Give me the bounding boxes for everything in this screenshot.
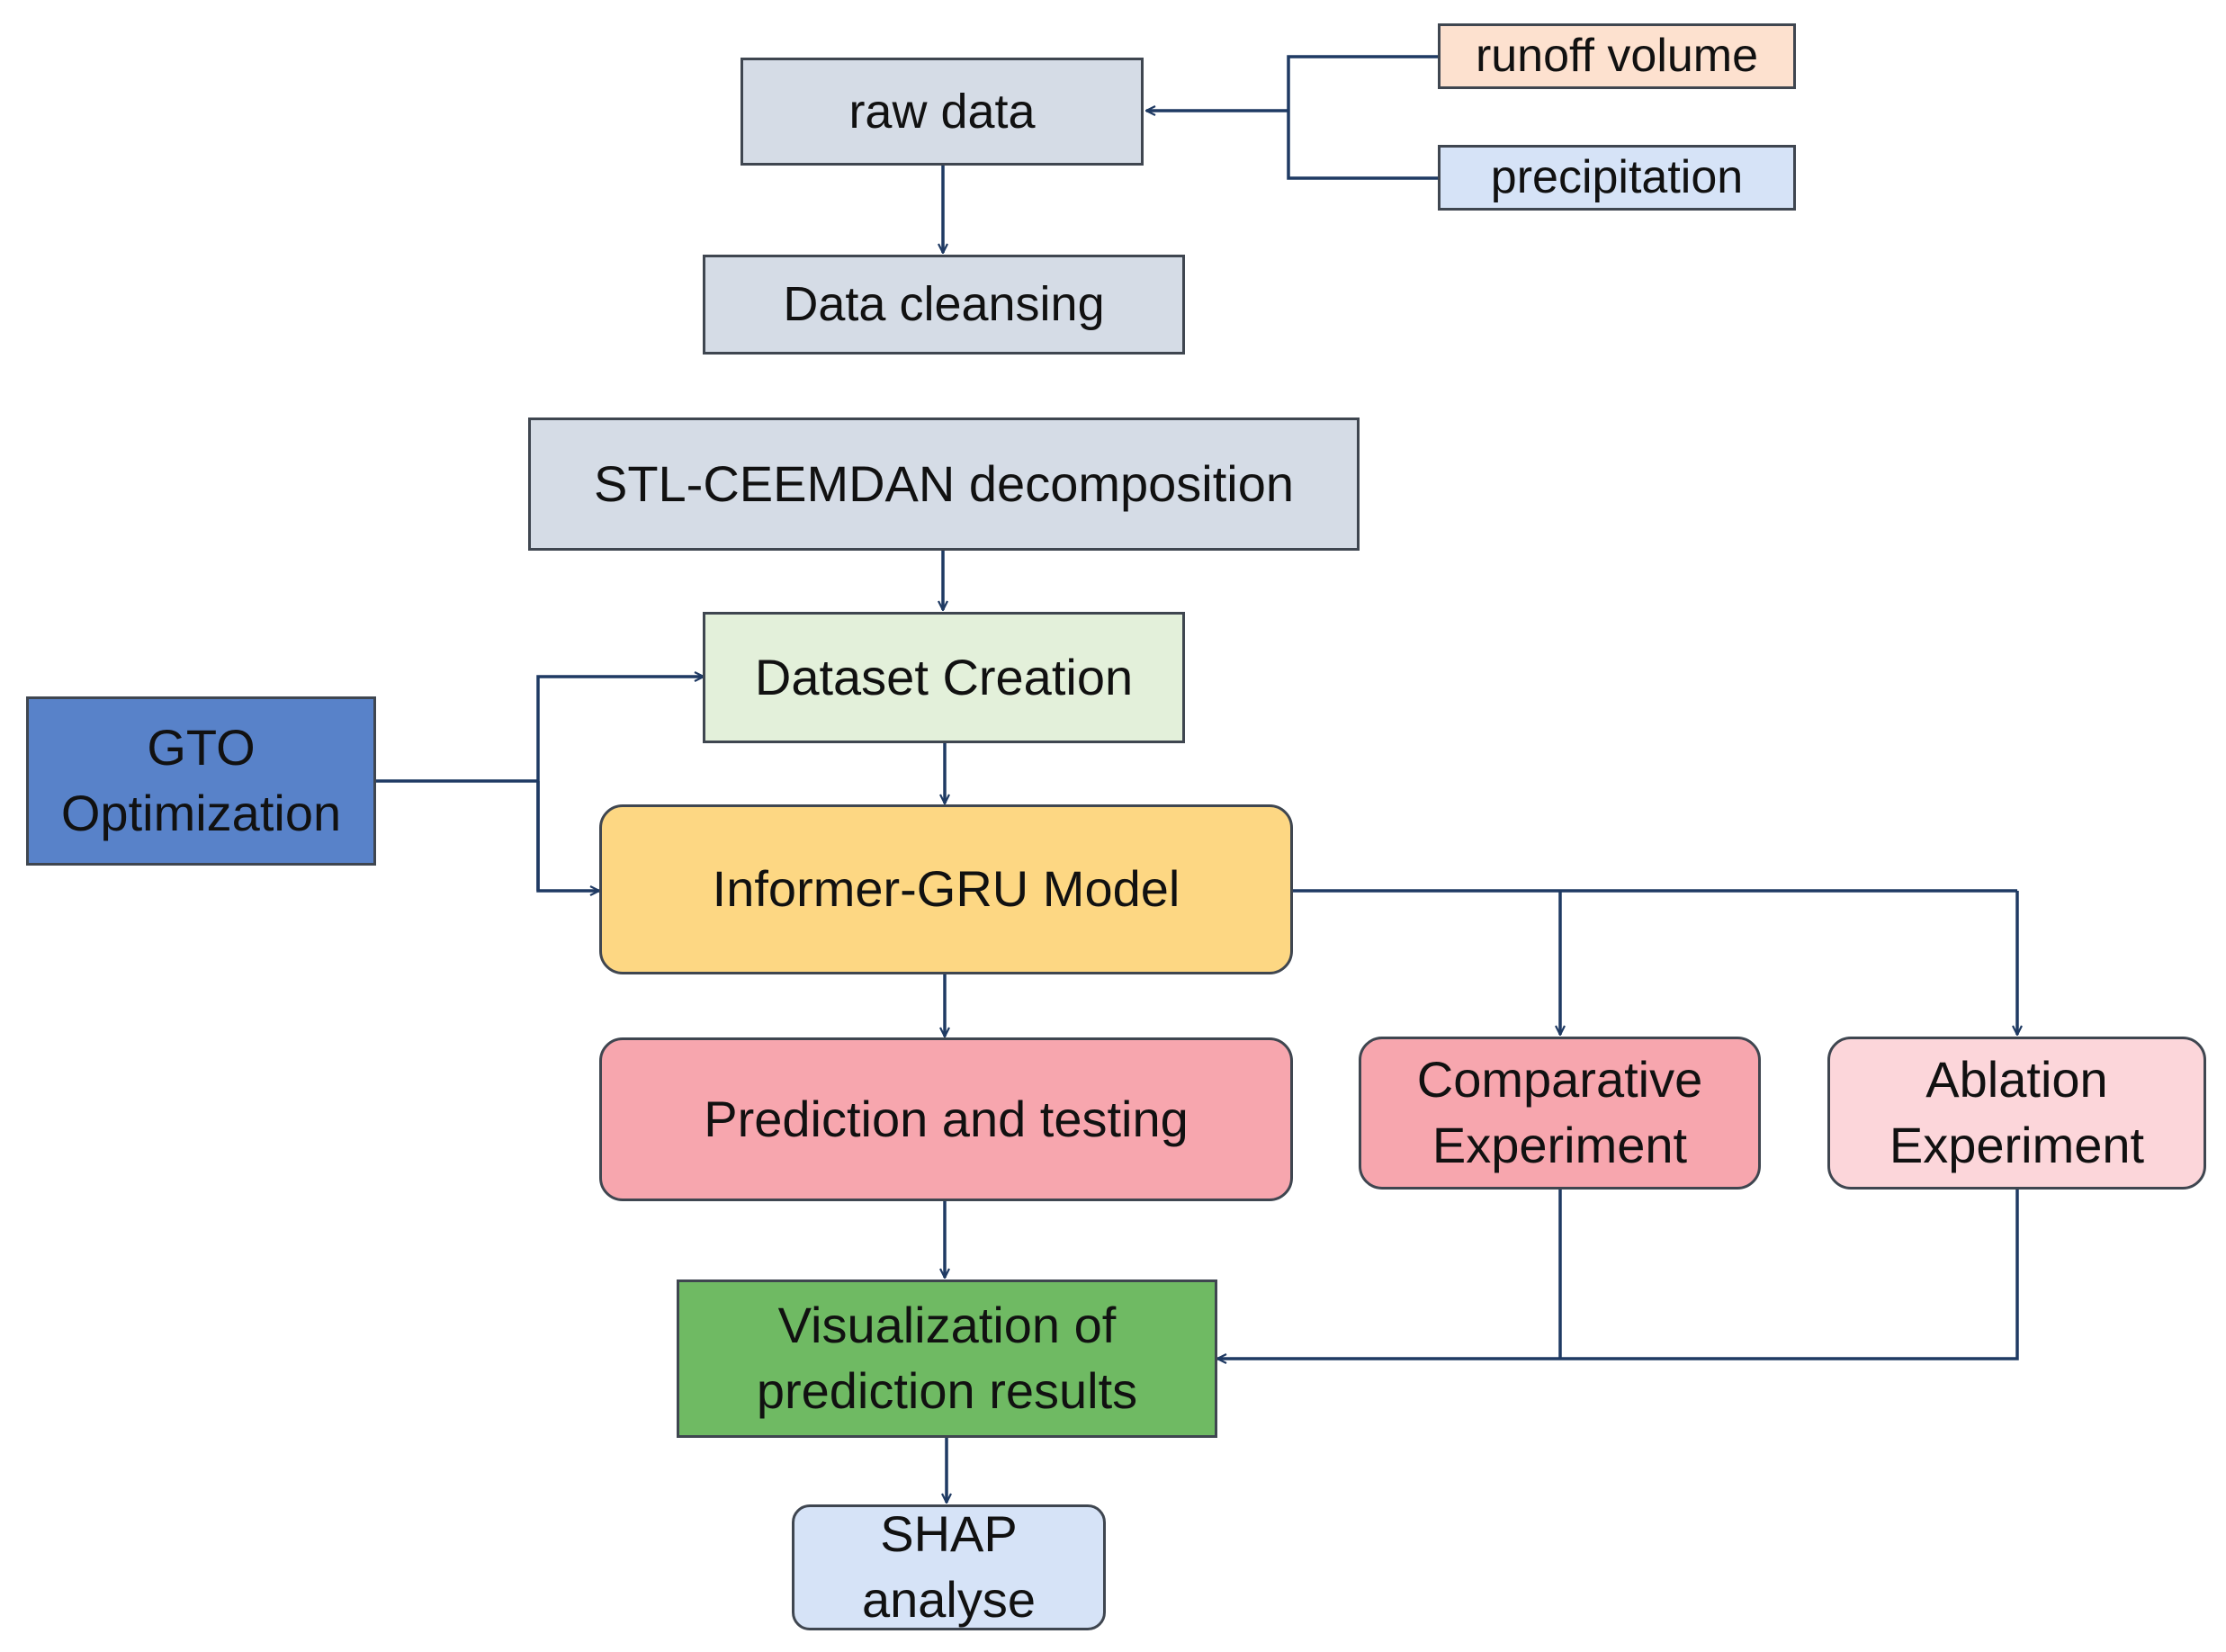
node-stl-ceemdan: STL-CEEMDAN decomposition [528,417,1360,551]
connector-runoff-to-raw [1287,55,1438,180]
arrow-experiments-to-visual [1217,1190,2019,1359]
node-stl-ceemdan-label: STL-CEEMDAN decomposition [593,454,1295,512]
node-ablation-line-1: Ablation [1925,1051,2108,1109]
node-raw-data: raw data [741,58,1144,166]
node-visualization-line-2: prediction results [756,1362,1138,1419]
node-visualization-line-1: Visualization of [777,1297,1117,1354]
node-data-cleansing-label: Data cleansing [783,277,1105,332]
node-dataset-creation-label: Dataset Creation [754,648,1134,705]
node-informer-gru-model-label: Informer-GRU Model [712,860,1180,918]
node-ablation-line-2: Experiment [1889,1117,2145,1173]
node-gto-optimization: GTO Optimization [26,696,376,866]
node-raw-data-label: raw data [848,84,1036,139]
node-visualization: Visualization of prediction results [677,1279,1217,1438]
node-ablation-experiment: Ablation Experiment [1827,1037,2206,1190]
node-shap-analyse: SHAP analyse [792,1504,1106,1630]
node-comparative-line-2: Experiment [1432,1117,1688,1173]
node-runoff-volume-label: runoff volume [1475,29,1759,82]
node-precipitation: precipitation [1438,145,1796,211]
node-runoff-volume: runoff volume [1438,23,1796,89]
node-prediction-testing-label: Prediction and testing [704,1090,1189,1147]
node-data-cleansing: Data cleansing [703,255,1185,355]
node-comparative-experiment: Comparative Experiment [1359,1037,1761,1190]
node-dataset-creation: Dataset Creation [703,612,1185,743]
node-shap-line-2: analyse [861,1571,1037,1628]
node-precipitation-label: precipitation [1490,150,1744,203]
node-gto-line-2: Optimization [60,785,342,841]
node-prediction-testing: Prediction and testing [599,1037,1293,1201]
node-gto-line-1: GTO [147,719,256,777]
node-informer-gru-model: Informer-GRU Model [599,804,1293,974]
node-shap-line-1: SHAP [880,1505,1018,1563]
arrow-gto-to-model [536,781,599,891]
node-comparative-line-1: Comparative [1416,1051,1703,1109]
